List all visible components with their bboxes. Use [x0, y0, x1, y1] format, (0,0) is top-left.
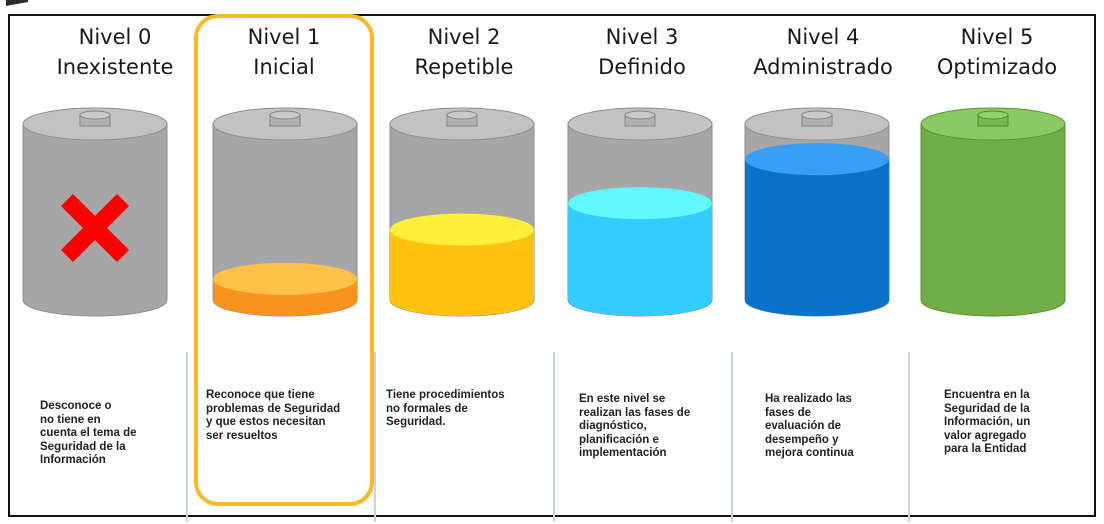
- battery-liquid: [568, 203, 712, 316]
- description-line: Reconoce que tiene: [206, 389, 315, 401]
- battery-terminal-top: [977, 110, 1009, 120]
- battery-level-4: [744, 107, 890, 317]
- description-line: Encuentra en la: [944, 389, 1030, 401]
- level-4-description: Ha realizado las fases de evaluación de …: [765, 393, 915, 461]
- description-line: problemas de Seguridad: [206, 402, 341, 415]
- battery-terminal-top: [446, 110, 478, 120]
- column-divider: [186, 352, 188, 522]
- level-4-label: Administrado: [753, 55, 893, 79]
- description-line: desempeño y: [765, 433, 839, 446]
- battery-level-5: [920, 107, 1066, 317]
- level-1-title: Nivel 1 Inicial: [189, 22, 379, 82]
- level-4-title: Nivel 4 Administrado: [728, 22, 918, 82]
- battery-level-0: [22, 107, 168, 317]
- description-line: valor agregado: [944, 429, 1027, 442]
- battery-liquid-surface: [390, 213, 534, 246]
- description-line: implementación: [579, 447, 667, 459]
- battery-liquid-surface: [213, 262, 357, 295]
- description-line: Información: [40, 454, 106, 466]
- description-line: realizan las fases de: [579, 406, 691, 419]
- description-line: cuenta el tema de: [40, 427, 137, 439]
- level-1-highlight: [194, 14, 374, 506]
- battery-terminal-top: [269, 110, 301, 120]
- level-4-name: Nivel 4: [786, 25, 860, 49]
- battery-terminal-top: [801, 110, 833, 120]
- description-line: Seguridad de la: [944, 402, 1030, 415]
- diagram-frame: [8, 14, 1096, 517]
- description-line: no tiene en: [40, 413, 101, 426]
- column-divider: [731, 352, 733, 522]
- description-line: Desconoce o: [40, 400, 112, 412]
- battery-liquid-surface: [568, 187, 712, 220]
- level-3-label: Definido: [598, 55, 686, 79]
- description-line: no formales de: [386, 402, 468, 415]
- level-3-description: En este nivel se realizan las fases de d…: [579, 393, 729, 461]
- battery-terminal-top: [624, 110, 656, 120]
- level-5-name: Nivel 5: [960, 25, 1034, 49]
- description-line: para la Entidad: [944, 443, 1027, 455]
- battery-liquid: [745, 159, 889, 316]
- description-line: planificación e: [579, 433, 659, 446]
- level-2-title: Nivel 2 Repetible: [369, 22, 559, 82]
- description-line: evaluación de: [765, 420, 842, 432]
- level-0-name: Nivel 0: [78, 25, 152, 49]
- level-5-label: Optimizado: [936, 55, 1058, 79]
- description-line: Tiene procedimientos: [386, 389, 505, 401]
- column-divider: [553, 352, 555, 522]
- column-divider: [908, 352, 910, 522]
- level-2-label: Repetible: [414, 55, 514, 79]
- description-line: diagnóstico,: [579, 420, 647, 432]
- battery-level-3: [567, 107, 713, 317]
- level-1-label: Inicial: [253, 55, 315, 79]
- red-x-icon: [60, 193, 130, 263]
- corner-mark: [6, 0, 28, 6]
- description-line: ser resueltos: [206, 429, 278, 442]
- battery-level-1: [212, 107, 358, 317]
- level-0-label: Inexistente: [56, 55, 174, 79]
- level-2-name: Nivel 2: [427, 25, 501, 49]
- level-2-description: Tiene procedimientos no formales de Segu…: [386, 389, 536, 430]
- level-1-description: Reconoce que tiene problemas de Segurida…: [206, 389, 376, 443]
- level-0-description: Desconoce o no tiene en cuenta el tema d…: [40, 400, 190, 468]
- red-x-stroke: [60, 193, 130, 263]
- description-line: En este nivel se: [579, 393, 666, 405]
- level-5-title: Nivel 5 Optimizado: [902, 22, 1092, 82]
- description-line: Información, un: [944, 416, 1031, 428]
- level-0-title: Nivel 0 Inexistente: [20, 22, 210, 82]
- battery-liquid-surface: [745, 143, 889, 176]
- battery-body: [920, 123, 1066, 317]
- description-line: y que estos necesitan: [206, 416, 326, 428]
- level-1-name: Nivel 1: [247, 25, 321, 49]
- level-3-title: Nivel 3 Definido: [547, 22, 737, 82]
- description-line: mejora continua: [765, 447, 854, 459]
- level-3-name: Nivel 3: [605, 25, 679, 49]
- column-divider: [374, 352, 376, 522]
- battery-level-2: [389, 107, 535, 317]
- description-line: Ha realizado las: [765, 393, 852, 405]
- description-line: Seguridad.: [386, 416, 446, 428]
- battery-liquid: [390, 229, 534, 316]
- level-5-description: Encuentra en la Seguridad de la Informac…: [944, 389, 1094, 457]
- description-line: fases de: [765, 406, 812, 419]
- description-line: Seguridad de la: [40, 440, 126, 453]
- battery-terminal-top: [79, 110, 111, 120]
